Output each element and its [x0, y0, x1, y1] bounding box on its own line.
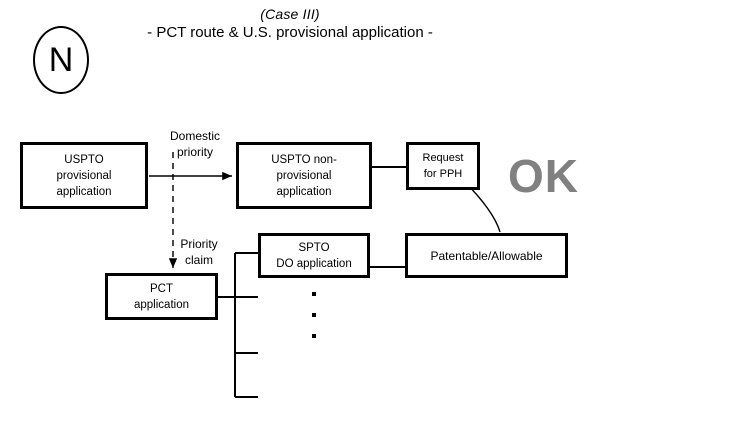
node-line: provisional — [276, 169, 332, 182]
node-uspto-nonprovisional-application[interactable]: USPTO non- provisional application — [236, 142, 372, 209]
case-badge-letter: N — [48, 41, 74, 79]
node-line: USPTO non- — [271, 153, 337, 166]
node-line: provisional — [56, 169, 112, 182]
node-request-for-pph[interactable]: Request for PPH — [406, 142, 480, 190]
edge-label-line: Priority — [180, 237, 218, 251]
node-pct-application[interactable]: PCT application — [105, 273, 218, 320]
node-patentable-allowable[interactable]: Patentable/Allowable — [405, 233, 568, 278]
node-line: for PPH — [423, 168, 463, 180]
node-line: PCT — [150, 282, 173, 295]
node-line: SPTO — [298, 241, 330, 254]
edge-label-domestic-priority: Domestic priority — [152, 128, 238, 160]
node-line: Patentable/Allowable — [430, 248, 543, 263]
ok-stamp: OK — [508, 150, 579, 202]
ellipsis-dot — [312, 292, 316, 296]
case-badge: N — [33, 26, 89, 94]
page-subtitle: - PCT route & U.S. provisional applicati… — [147, 24, 433, 41]
node-line: application — [276, 185, 332, 198]
node-line: USPTO — [64, 153, 104, 166]
node-spto-do-application[interactable]: SPTO DO application — [258, 233, 370, 278]
node-line: DO application — [276, 257, 352, 270]
edge-label-line: priority — [176, 145, 213, 159]
edge-label-line: claim — [184, 253, 213, 267]
ellipsis-dot — [312, 334, 316, 338]
edge-label-priority-claim: Priority claim — [166, 236, 232, 268]
header: (Case III) - PCT route & U.S. provisiona… — [110, 6, 470, 42]
node-line: Request — [422, 152, 464, 164]
node-line: application — [134, 298, 189, 311]
edge-label-line: Domestic — [169, 129, 220, 143]
ellipsis-dot — [312, 313, 316, 317]
page-title: (Case III) — [260, 6, 320, 22]
node-line: application — [56, 185, 112, 198]
node-uspto-provisional-application[interactable]: USPTO provisional application — [20, 142, 148, 209]
